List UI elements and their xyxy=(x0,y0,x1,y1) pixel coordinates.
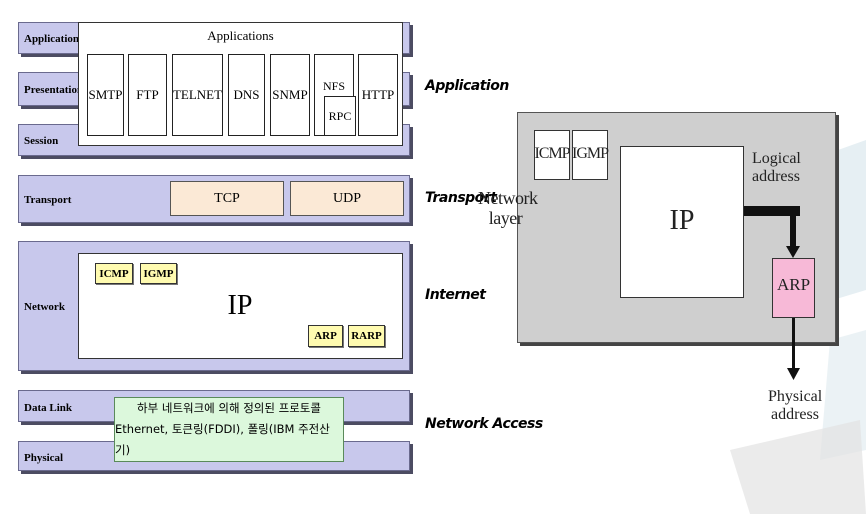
protocol-telnet: TELNET xyxy=(172,54,223,136)
protocol-ftp: FTP xyxy=(128,54,167,136)
protocol-nfs: NFS xyxy=(322,79,345,93)
layer-label-data-link: Data Link xyxy=(24,402,72,414)
right-icmp-label: ICMP xyxy=(534,145,570,162)
layer-label-transport: Transport xyxy=(24,194,72,206)
protocol-arp: ARP xyxy=(308,325,343,347)
tcpip-label-application: Application xyxy=(425,78,509,94)
protocol-tcp: TCP xyxy=(170,181,284,216)
lower-layer-note: 하부 네트워크에 의해 정의된 프로토콜 Ethernet, 토큰링(FDDI)… xyxy=(114,397,344,462)
lower-layer-note-line2: Ethernet, 토큰링(FDDI), 폴링(IBM 주전산기) xyxy=(115,422,330,457)
lower-layer-note-line1: 하부 네트워크에 의해 정의된 프로토콜 xyxy=(137,401,321,415)
protocol-smtp: SMTP xyxy=(87,54,124,136)
network-layer-label-line1: Network xyxy=(478,188,538,208)
right-igmp-box xyxy=(572,130,608,180)
address-arrows xyxy=(744,206,800,380)
protocol-icmp: ICMP xyxy=(95,263,133,284)
protocol-dns: DNS xyxy=(228,54,265,136)
right-ip-label: IP xyxy=(669,205,695,236)
protocol-http: HTTP xyxy=(358,54,398,136)
physical-address-label: Physical address xyxy=(768,388,822,424)
right-igmp-label: IGMP xyxy=(572,145,609,162)
logical-address-line1: Logical xyxy=(752,150,801,167)
right-ip-box xyxy=(620,146,744,298)
network-layer-label-line2: layer xyxy=(488,208,523,228)
layer-label-physical: Physical xyxy=(24,452,64,464)
protocol-ip: IP xyxy=(227,290,253,321)
protocol-rpc: RPC xyxy=(324,96,356,136)
protocol-udp: UDP xyxy=(290,181,404,216)
right-arp-box xyxy=(772,258,815,318)
right-icmp-box xyxy=(534,130,570,180)
logical-address-label: Logical address xyxy=(752,150,801,186)
tcpip-label-network-access: Network Access xyxy=(425,416,543,432)
layer-label-network: Network xyxy=(24,301,65,313)
protocol-nfs-box xyxy=(314,54,354,136)
layer-label-session: Session xyxy=(24,135,59,147)
layer-label-application: Application xyxy=(24,33,80,45)
protocol-igmp: IGMP xyxy=(140,263,177,284)
protocol-snmp: SNMP xyxy=(270,54,310,136)
layer-label-presentation: Presentation xyxy=(24,84,84,96)
network-layer-label: Network layer xyxy=(478,188,538,228)
right-arp-label: ARP xyxy=(776,275,811,294)
tcpip-label-transport: Transport xyxy=(425,190,497,206)
logical-address-line2: address xyxy=(752,168,800,185)
physical-address-line2: address xyxy=(771,406,819,423)
tcpip-label-internet: Internet xyxy=(425,287,486,303)
physical-address-line1: Physical xyxy=(768,388,823,405)
protocol-rarp: RARP xyxy=(348,325,385,347)
applications-title: Applications xyxy=(207,28,274,43)
